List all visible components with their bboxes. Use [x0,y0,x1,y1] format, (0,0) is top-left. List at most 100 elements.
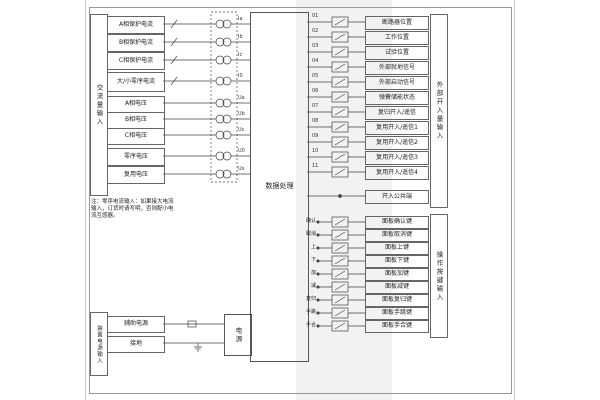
key-row-label: 面板取消键 [381,231,412,239]
ac-terminal-code: Ux [238,166,245,172]
ac-row-8: 复用电压 [107,166,165,184]
ac-terminal-code: Ua [238,95,245,101]
di-row-label: 外部就地信号 [378,63,415,71]
ac-terminal-code: Ia [238,16,243,22]
key-row-1: 面板取消键 [365,229,429,242]
key-row-label: 面板手合键 [381,322,412,330]
key-row-8: 面板手合键 [365,320,429,333]
di-row-label: 复归开入/遥信 [377,108,417,116]
power-wiring [163,320,224,352]
power-supply-box: 电源 [224,314,252,356]
di-row-4: 外部启动信号 [365,76,429,90]
di-row-5: 弹簧储能状态 [365,91,429,105]
key-row-label: 面板确认键 [381,218,412,226]
key-row-label: 面板手跳键 [381,309,412,317]
di-row-label: 复用开入/遥信3 [376,153,418,161]
ac-row-label: C相保护电流 [118,56,154,64]
di-row-9: 复用开入/遥信3 [365,151,429,165]
power-row-1: 接地 [107,336,165,353]
ac-input-side-label-text: 交流量输入 [95,83,103,127]
key-row-4: 面板加键 [365,268,429,281]
power-row-0: 辅助电源 [107,316,165,333]
note-line: 流互感器。 [91,213,119,219]
paper-edge-right [514,0,515,400]
fuse-symbol [187,320,197,328]
ct-pt-symbols [215,19,232,179]
key-row-label: 面板减键 [384,283,409,291]
key-name: 下 [310,257,316,263]
key-name: 加 [310,270,316,276]
di-row-label: 开入公共端 [381,192,412,200]
key-name: 取消 [305,231,316,237]
ac-row-0: A相保护电流 [107,16,165,34]
key-row-6: 面板复归键 [365,294,429,307]
key-name: 上 [310,244,316,250]
ct-pt-group-box [210,11,238,183]
power-input-side-label: 装置电源输入 [90,312,108,376]
ac-terminal-code: Ic [238,52,243,58]
di-terminal-code: 05 [312,73,319,79]
key-row-label: 面板复归键 [381,296,412,304]
power-supply-label: 电源 [234,326,242,344]
note-line: 注：零序电流输入：如果接大电流 [91,199,174,205]
ac-row-2: C相保护电流 [107,52,165,70]
ac-row-7: 零序电压 [107,148,165,166]
key-name: 复归 [305,296,316,302]
di-row-label: 断路器位置 [381,18,412,26]
di-row-label: 复用开入/遥信2 [376,138,418,146]
note-line: 输入，订货时请写明，否则配小电 [91,206,174,212]
ac-terminal-code: Ib [238,34,243,40]
keys-side-label-text: 操作按键输入 [435,250,443,302]
di-row-6: 复归开入/遥信 [365,106,429,120]
paper-edge-left [85,0,86,400]
di-side-label-text: 外部开入量输入 [435,81,443,141]
di-row-label: 弹簧储能状态 [378,93,415,101]
di-row-11: 开入公共端 [365,190,429,204]
key-row-0: 面板确认键 [365,216,429,229]
key-name: 手跳 [305,309,316,315]
di-terminal-code: 02 [312,28,319,34]
ground-symbol [194,343,202,352]
di-terminal-code: 11 [312,163,319,169]
di-row-2: 试验位置 [365,46,429,60]
di-row-3: 外部就地信号 [365,61,429,75]
di-row-label: 外部启动信号 [378,78,415,86]
key-name: 手合 [305,322,316,328]
ac-row-label: 复用电压 [123,170,148,178]
di-wiring [307,16,365,198]
ac-row-4: A相电压 [107,96,165,113]
di-row-label: 复用开入/遥信1 [376,123,418,131]
di-row-10: 复用开入/遥信4 [365,166,429,180]
di-terminal-code: 01 [312,13,319,19]
key-name: 减 [310,283,316,289]
di-terminal-code: 03 [312,43,319,49]
ac-row-3: 大/小零序电流 [107,72,165,92]
ac-row-6: C相电压 [107,128,165,145]
ac-terminal-code: Uc [238,127,245,133]
power-row-label: 辅助电源 [123,320,148,328]
key-row-3: 面板下键 [365,255,429,268]
di-terminal-code: 08 [312,118,319,124]
di-row-8: 复用开入/遥信2 [365,136,429,150]
ac-row-5: B相电压 [107,112,165,129]
ac-row-label: A相保护电流 [118,20,154,28]
di-row-0: 断路器位置 [365,16,429,30]
data-processing-box: 数据处理 [250,12,309,362]
key-name: 确认 [305,218,316,224]
ac-input-side-label: 交流量输入 [90,14,108,196]
di-side-label: 外部开入量输入 [430,14,448,208]
key-row-5: 面板减键 [365,281,429,294]
ac-row-label: B相电压 [124,116,148,124]
keys-side-label: 操作按键输入 [430,214,448,338]
data-processing-label: 数据处理 [265,182,294,190]
ac-row-label: B相保护电流 [118,38,154,46]
di-row-1: 工作位置 [365,31,429,45]
di-row-label: 试验位置 [384,48,409,56]
drawing-frame [89,7,512,394]
di-row-label: 复用开入/遥信4 [376,168,418,176]
ac-row-label: A相电压 [124,100,148,108]
key-row-2: 面板上键 [365,242,429,255]
key-wiring [316,216,365,332]
di-row-label: 工作位置 [384,33,409,41]
